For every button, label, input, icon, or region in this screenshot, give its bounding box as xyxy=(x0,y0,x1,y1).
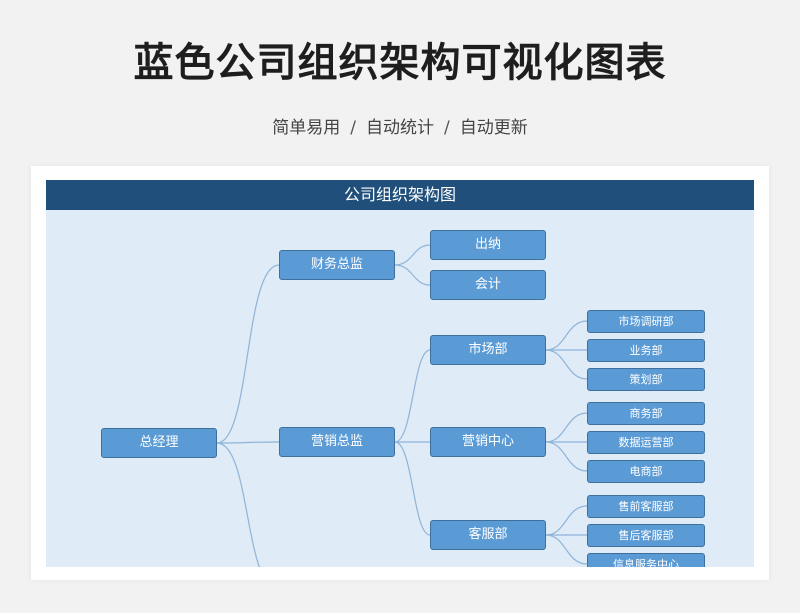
subtitle-part-auto-stats: 自动统计 xyxy=(366,118,434,138)
connector-lines xyxy=(216,244,588,567)
node-data-ops-dept[interactable]: 数据运营部 xyxy=(587,431,705,454)
subtitle-part-easy: 简单易用 xyxy=(272,118,341,138)
connector-sales-ecommerce xyxy=(545,441,588,472)
connector-marketing-market xyxy=(394,349,431,443)
connector-finance-cashier xyxy=(394,244,431,266)
node-accounting[interactable]: 会计 xyxy=(430,270,546,300)
connector-market-research xyxy=(545,320,588,351)
connector-finance-accounting xyxy=(394,264,431,286)
connector-sales-commerce xyxy=(545,412,588,443)
node-business-dept[interactable]: 业务部 xyxy=(587,339,705,362)
page-title: 蓝色公司组织架构可视化图表 xyxy=(133,40,667,86)
subtitle-separator: / xyxy=(350,118,356,138)
node-commerce-dept[interactable]: 商务部 xyxy=(587,402,705,425)
org-chart: 公司组织架构图 总经理 xyxy=(46,180,754,567)
node-cashier[interactable]: 出纳 xyxy=(430,230,546,260)
node-planning-dept[interactable]: 策划部 xyxy=(587,368,705,391)
node-market-dept[interactable]: 市场部 xyxy=(430,335,546,365)
node-marketing-director[interactable]: 营销总监 xyxy=(279,427,395,457)
node-presales-service[interactable]: 售前客服部 xyxy=(587,495,705,518)
subtitle-separator: / xyxy=(444,118,450,138)
connector-service-info xyxy=(545,534,588,565)
chart-header: 公司组织架构图 xyxy=(46,180,754,210)
connector-root-marketing xyxy=(216,441,280,444)
node-aftersales-service[interactable]: 售后客服部 xyxy=(587,524,705,547)
node-info-service-center[interactable]: 信息服务中心 xyxy=(587,553,705,567)
node-finance-director[interactable]: 财务总监 xyxy=(279,250,395,280)
node-market-research[interactable]: 市场调研部 xyxy=(587,310,705,333)
node-ecommerce-dept[interactable]: 电商部 xyxy=(587,460,705,483)
node-general-manager[interactable]: 总经理 xyxy=(101,428,217,458)
node-service-dept[interactable]: 客服部 xyxy=(430,520,546,550)
connector-marketing-service xyxy=(394,441,431,536)
connector-root-finance xyxy=(216,264,280,444)
subtitle-part-auto-update: 自动更新 xyxy=(459,118,528,138)
connector-root-offscreen xyxy=(216,442,261,567)
subtitle: 简单易用 / 自动统计 / 自动更新 xyxy=(0,113,800,138)
node-sales-center[interactable]: 营销中心 xyxy=(430,427,546,457)
connector-market-planning xyxy=(545,349,588,380)
connector-service-presales xyxy=(545,505,588,536)
